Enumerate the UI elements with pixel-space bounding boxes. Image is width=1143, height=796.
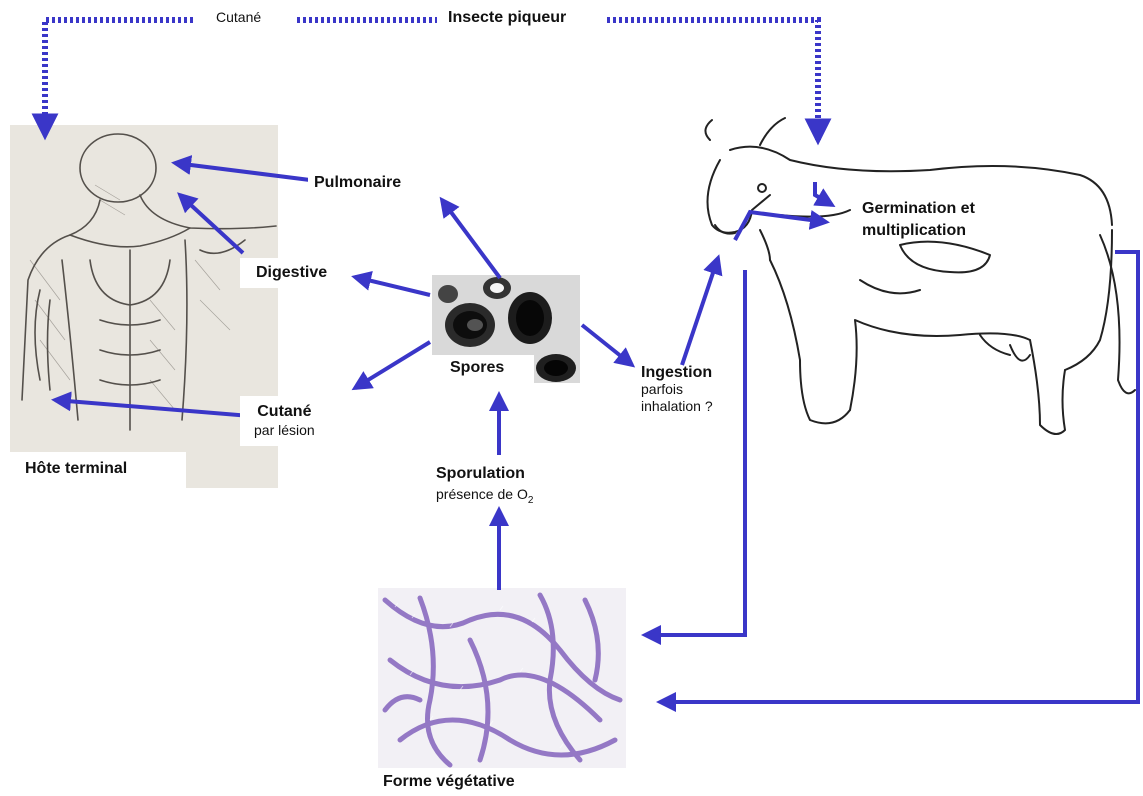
top-cutane-label: Cutané xyxy=(216,9,261,25)
oxygen-subscript: 2 xyxy=(528,495,534,506)
arrow-spores-to-cutane xyxy=(355,342,430,388)
sporulation-label: Sporulation xyxy=(436,463,533,484)
sporulation-sub: présence de O xyxy=(436,486,528,502)
route-cutaneous-label: Cutané xyxy=(254,402,315,421)
route-pulmonary-label: Pulmonaire xyxy=(308,172,407,194)
route-digestive-label: Digestive xyxy=(240,258,343,288)
vegetative-form-label: Forme végétative xyxy=(383,773,515,791)
ingestion-label: Ingestion xyxy=(641,364,713,381)
ingestion-sub1: parfois xyxy=(641,381,713,398)
arrow-spores-to-pulmonaire xyxy=(442,200,500,278)
ingestion-sub2: inhalation ? xyxy=(641,398,713,415)
arrow-ingestion-to-cow xyxy=(682,258,718,365)
sporulation-box: Sporulation présence de O2 xyxy=(436,463,533,511)
ingestion-box: Ingestion parfois inhalation ? xyxy=(641,364,713,415)
insect-vector-label: Insecte piqueur xyxy=(448,9,566,27)
arrow-spores-to-ingestion xyxy=(582,325,632,365)
spores-label: Spores xyxy=(450,359,504,377)
germination-label-2: multiplication xyxy=(862,220,975,242)
cow-drawing xyxy=(705,118,1135,434)
germination-box: Germination et multiplication xyxy=(862,198,975,242)
human-caption: Hôte terminal xyxy=(25,460,127,478)
human-anatomy-illustration xyxy=(10,125,278,488)
bacilli-micrograph xyxy=(378,588,626,796)
arrow-insect-to-germination xyxy=(815,182,832,205)
insect-route-dotted-arrows xyxy=(45,20,818,140)
route-cutaneous-sub: par lésion xyxy=(254,421,315,440)
germination-label-1: Germination et xyxy=(862,198,975,220)
route-cutaneous-box: Cutané par lésion xyxy=(240,396,331,446)
arrow-spores-to-digestive xyxy=(355,277,430,295)
